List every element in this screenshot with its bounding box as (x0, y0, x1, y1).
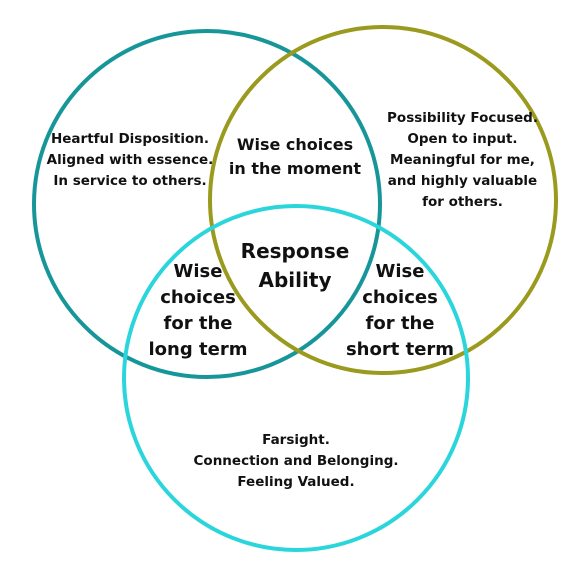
left-region-line: Heartful Disposition. (50, 131, 210, 147)
left-bottom-overlap-line: Wise (173, 261, 223, 282)
left-region-label: Heartful Disposition. Aligned with essen… (35, 129, 225, 192)
right-region-line: Open to input. (407, 131, 518, 147)
right-region-line: Meaningful for me, (390, 152, 535, 168)
right-region-line: for others. (422, 194, 503, 210)
right-circle (208, 25, 558, 375)
center-overlap-line: Ability (258, 268, 332, 292)
left-bottom-overlap-line: choices (160, 287, 236, 308)
right-region-label: Possibility Focused. Open to input. Mean… (375, 108, 550, 213)
left-region-line: Aligned with essence. (46, 152, 214, 168)
bottom-region-line: Farsight. (262, 432, 330, 448)
right-region-line: Possibility Focused. (387, 110, 538, 126)
center-overlap-label: Response Ability (230, 237, 360, 295)
right-bottom-overlap-line: for the (365, 313, 435, 334)
bottom-region-line: Feeling Valued. (237, 474, 355, 490)
right-bottom-overlap-line: short term (345, 339, 455, 360)
bottom-region-line: Connection and Belonging. (193, 453, 399, 469)
left-bottom-overlap-label: Wise choices for the long term (143, 259, 253, 363)
right-bottom-overlap-label: Wise choices for the short term (345, 259, 455, 363)
right-region-line: and highly valuable (387, 173, 538, 189)
right-bottom-overlap-line: Wise (375, 261, 425, 282)
right-bottom-overlap-line: choices (362, 287, 438, 308)
center-overlap-line: Response (240, 239, 350, 263)
left-right-overlap-line: in the moment (228, 159, 362, 178)
left-bottom-overlap-line: long term (148, 339, 248, 360)
left-right-overlap-line: Wise choices (236, 135, 354, 154)
bottom-circle (122, 204, 470, 552)
bottom-region-label: Farsight. Connection and Belonging. Feel… (186, 430, 406, 493)
left-circle (32, 29, 382, 379)
left-bottom-overlap-line: for the (163, 313, 233, 334)
left-region-line: In service to others. (53, 173, 207, 189)
left-right-overlap-label: Wise choices in the moment (220, 133, 370, 181)
